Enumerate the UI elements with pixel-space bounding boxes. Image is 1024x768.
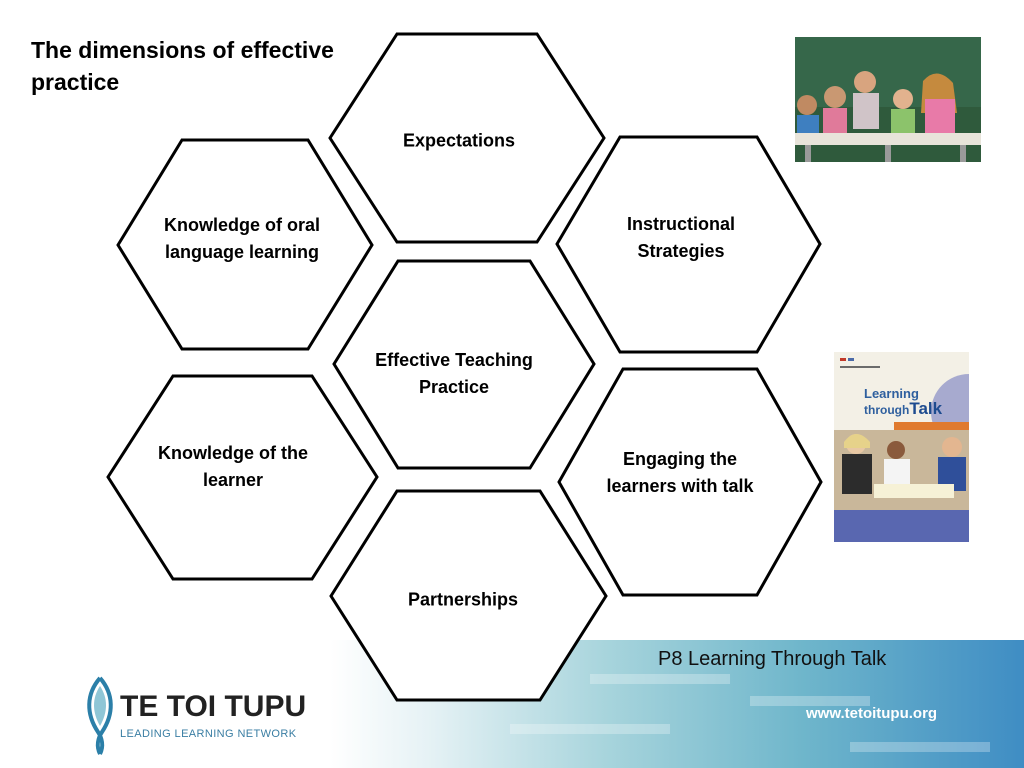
book-cover-image: Learning throughTalk	[834, 352, 969, 542]
band-stripe	[510, 724, 670, 734]
band-stripe	[850, 742, 990, 752]
book-title-line2: through	[864, 403, 910, 417]
logo-mark-icon	[87, 676, 113, 755]
hexagon-label-engaging: Engaging the learners with talk	[606, 449, 754, 496]
hexagon-knowledge-learner	[106, 374, 379, 581]
hexagon-effective	[332, 259, 596, 470]
hexagon-label-expectations: Expectations	[402, 130, 516, 151]
footer-url[interactable]: www.tetoitupu.org	[806, 705, 938, 722]
hexagon-label-knowledge-learner: Knowledge of the learner	[158, 443, 308, 490]
logo-tagline: LEADING LEARNING NETWORK	[120, 728, 297, 740]
band-stripe	[750, 696, 870, 706]
hexagon-label-effective: Effective Teaching Practice	[375, 350, 533, 397]
book-title-line3: Talk	[909, 399, 943, 418]
hexagon-expectations	[328, 32, 606, 244]
hexagon-partnerships	[329, 489, 608, 702]
book-title-line1: Learning	[864, 386, 919, 401]
footer-caption: P8 Learning Through Talk	[658, 648, 887, 670]
hexagon-instructional	[555, 135, 822, 354]
slide-title: The dimensions of effective practice	[31, 37, 334, 95]
book-title: Learning throughTalk	[864, 386, 969, 418]
hexagon-label-knowledge-oral: Knowledge of oral language learning	[163, 215, 320, 262]
hexagon-label-instructional: Instructional Strategies	[626, 214, 735, 261]
hexagon-label-partnerships: Partnerships	[407, 589, 519, 610]
hexagon-engaging	[557, 367, 823, 597]
te-toi-tupu-logo: TE TOI TUPU LEADING LEARNING NETWORK	[80, 676, 310, 756]
band-stripe	[590, 674, 730, 684]
hexagon-knowledge-oral	[116, 138, 374, 351]
classroom-photo	[795, 37, 981, 162]
logo-name: TE TOI TUPU	[120, 690, 307, 723]
